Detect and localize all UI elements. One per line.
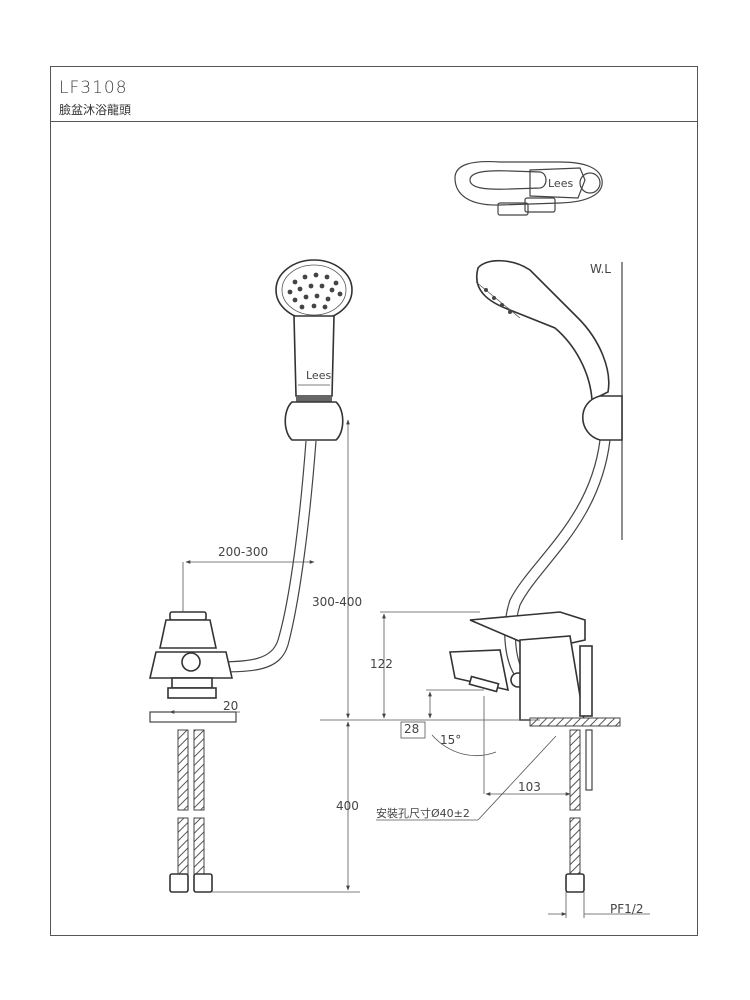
title-block: LF3108 臉盆沐浴龍頭 (51, 67, 697, 122)
supply-hoses-front (169, 729, 213, 893)
shower-head-front: Lees (275, 259, 353, 402)
base-plate (149, 711, 237, 723)
front-view: Lees 200-300 (148, 259, 380, 893)
top-view: Lees (454, 160, 603, 216)
mixer-body-side (449, 611, 593, 721)
side-view: W.L 122 (370, 259, 650, 918)
model-number: LF3108 (59, 78, 128, 98)
drawing-sheet: LF3108 臉盆沐浴龍頭 (50, 66, 698, 936)
dim-base-width: 20 (223, 699, 238, 713)
handset-logo: Lees (306, 369, 331, 382)
water-level-label: W.L (590, 262, 611, 276)
countertop (529, 717, 621, 727)
hose-side (504, 439, 601, 683)
dim-hole-size: 安裝孔尺寸Ø40±2 (376, 806, 470, 820)
wall-holder-side (582, 395, 623, 441)
dim-thread: PF1/2 (610, 902, 643, 916)
shower-head-side (475, 259, 610, 402)
dim-base-rim: 28 (404, 722, 419, 736)
product-name: 臉盆沐浴龍頭 (59, 103, 132, 117)
dim-reach: 103 (518, 780, 541, 794)
wall-holder-front (284, 401, 344, 441)
dim-hose-offset: 200-300 (218, 545, 268, 559)
dim-height-range: 300-400 (312, 595, 362, 609)
dim-spout-height: 122 (370, 657, 393, 671)
hose-front (211, 440, 307, 663)
mixer-body-front (148, 611, 234, 699)
dim-angle: 15° (440, 733, 461, 747)
dim-lower-height: 400 (336, 799, 359, 813)
top-view-logo: Lees (548, 177, 573, 190)
